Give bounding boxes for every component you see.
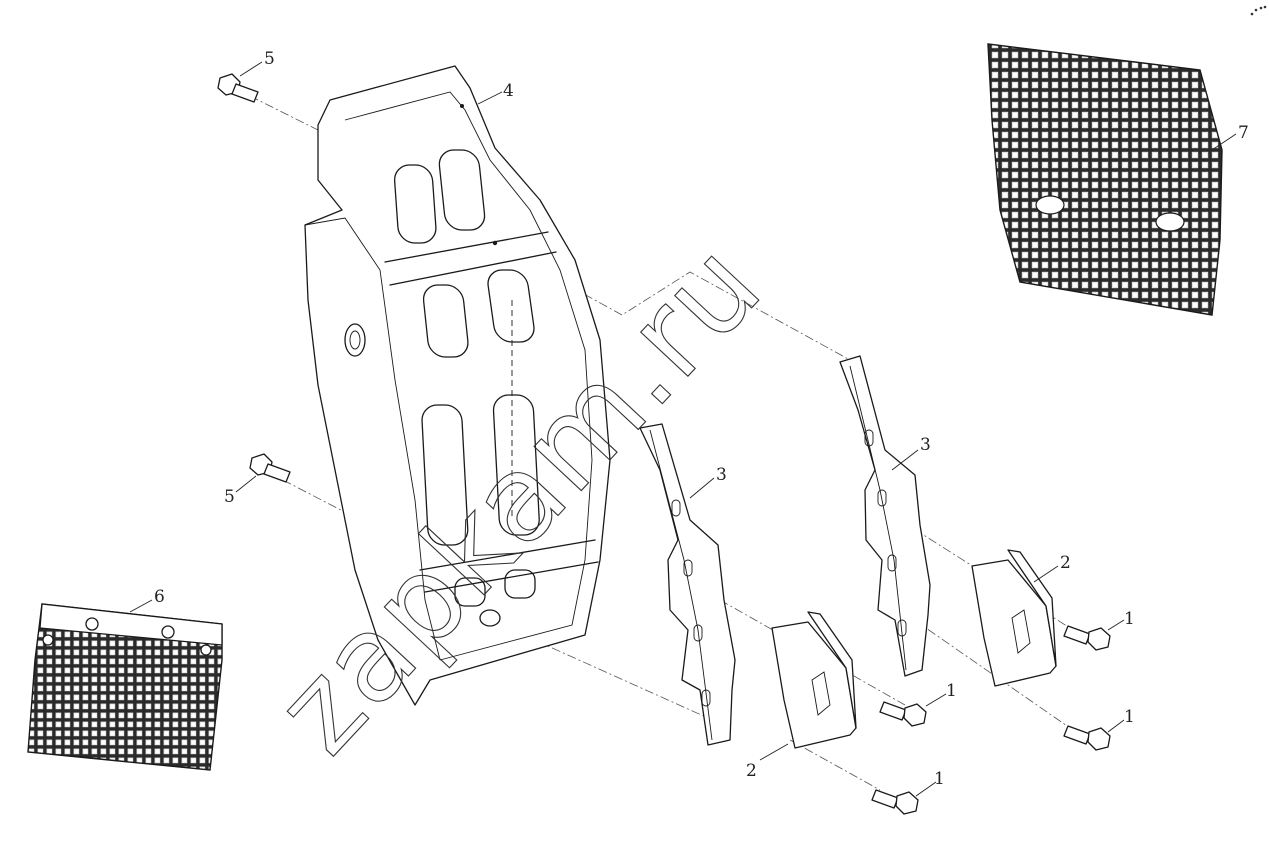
part-4-fender-panel	[304, 65, 611, 706]
part-5-bolt-top	[217, 73, 259, 103]
callout-1-b: 1	[934, 769, 945, 789]
callout-6: 6	[154, 587, 165, 607]
part-3-bracket-left	[639, 423, 736, 746]
part-5-bolt-lower	[249, 453, 291, 483]
part-1-bolt-a	[879, 701, 927, 727]
callout-1-d: 1	[1124, 707, 1135, 727]
callout-5-top: 5	[264, 49, 275, 69]
callout-1-a: 1	[946, 681, 957, 701]
callout-4: 4	[503, 81, 514, 101]
part-6-mesh-panel	[27, 603, 223, 771]
part-3-bracket-right	[839, 355, 931, 677]
corner-mark	[1250, 5, 1267, 16]
part-1-bolt-b	[871, 789, 919, 815]
part-2-mount-left	[771, 611, 857, 749]
callout-3-left: 3	[716, 465, 727, 485]
part-2-mount-right	[971, 549, 1057, 687]
callout-1-c: 1	[1124, 609, 1135, 629]
leader-lines	[129, 61, 1237, 797]
callout-labels: 5 4 7 3 3 5 6 2 2 1 1 1 1	[154, 49, 1249, 789]
part-1-bolt-c	[1063, 625, 1111, 651]
callout-7: 7	[1238, 123, 1249, 143]
callout-5-lower: 5	[224, 487, 235, 507]
callout-2-right: 2	[1060, 553, 1071, 573]
callout-3-right: 3	[920, 435, 931, 455]
callout-2-left: 2	[746, 761, 757, 781]
part-1-bolt-d	[1063, 725, 1111, 751]
part-7-mesh-panel	[987, 43, 1223, 316]
